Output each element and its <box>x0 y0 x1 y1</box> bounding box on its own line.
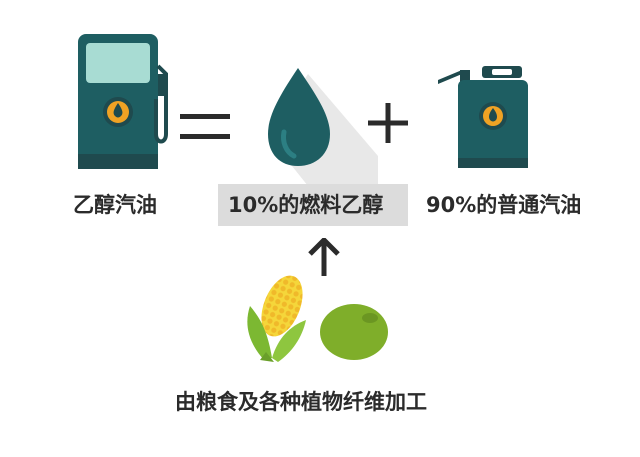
fuel-can-icon <box>438 66 528 168</box>
gas-pump-icon <box>78 34 168 169</box>
regular-gasoline-label: 90%的普通汽油 <box>426 193 582 217</box>
arrow-up-icon <box>308 238 340 276</box>
ethanol-gasoline-label: 乙醇汽油 <box>73 193 157 217</box>
ethanol-drop-icon <box>268 68 378 186</box>
olive-icon <box>320 304 388 360</box>
fuel-ethanol-label: 10%的燃料乙醇 <box>228 193 384 217</box>
source-description: 由粮食及各种植物纤维加工 <box>175 390 427 414</box>
fuel-ethanol-highlight <box>218 184 408 226</box>
corn-icon <box>247 275 306 362</box>
equals-icon <box>180 114 230 139</box>
plus-icon <box>368 103 408 143</box>
